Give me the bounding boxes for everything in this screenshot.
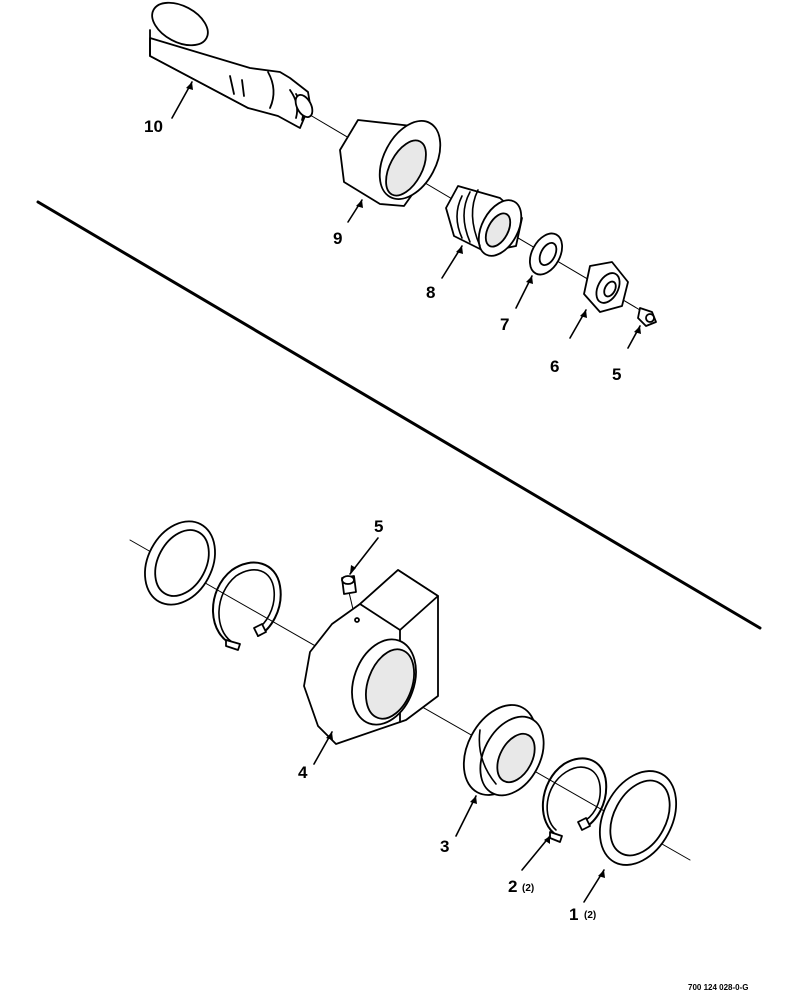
callout-6: 6	[550, 357, 559, 376]
callout-3: 3	[440, 837, 449, 856]
callout-10: 10	[144, 117, 163, 136]
retainer-ring-part-1	[598, 770, 678, 866]
callout-2-qty: (2)	[522, 883, 534, 894]
callout-2: 2	[508, 877, 517, 896]
callout-5-bottom: 5	[374, 517, 383, 536]
callout-5-top: 5	[612, 365, 621, 384]
bearing-part-3	[462, 704, 545, 797]
grease-fitting-part-5-bottom	[341, 575, 357, 595]
top-leaders	[171, 81, 641, 349]
washer-part-7	[528, 232, 564, 276]
bearing-part-8	[445, 185, 523, 257]
snap-ring-part-2	[542, 757, 608, 843]
callout-7: 7	[500, 315, 509, 334]
bottom-leaders	[313, 537, 605, 903]
flange-housing-part-4	[303, 569, 439, 745]
callout-4: 4	[298, 763, 308, 782]
callout-8: 8	[426, 283, 435, 302]
shaft-part-10	[149, 1, 314, 129]
section-divider	[36, 200, 762, 630]
figure-number: 700 124 028-0-G	[688, 983, 749, 992]
grease-fitting-part-5-top	[637, 307, 657, 327]
callout-1-qty: (2)	[584, 910, 596, 921]
bushing-part-9	[339, 119, 442, 207]
retainer-ring-left	[144, 520, 216, 606]
nut-part-6	[583, 261, 629, 313]
callout-9: 9	[333, 229, 342, 248]
snap-ring-left	[212, 561, 282, 651]
callout-1: 1	[569, 905, 578, 924]
